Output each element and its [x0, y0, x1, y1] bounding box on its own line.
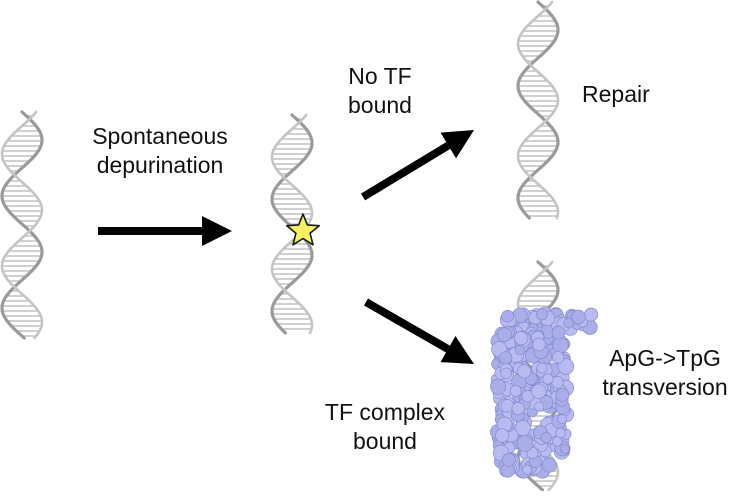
- lower-branch-label: TF complex bound: [305, 398, 465, 456]
- transversion-line2: transversion: [602, 374, 728, 400]
- step-label-line2: depurination: [96, 152, 224, 178]
- upper-branch-label: No TF bound: [320, 62, 440, 120]
- step-label-line1: Spontaneous: [92, 123, 228, 149]
- upper-branch-line1: No TF: [348, 63, 412, 89]
- transversion-label: ApG->TpG transversion: [585, 344, 745, 402]
- lower-branch-line1: TF complex: [324, 399, 446, 425]
- repair-label: Repair: [582, 81, 650, 107]
- arrow-depurination: [98, 216, 232, 246]
- dna-helix-original: [0, 110, 44, 340]
- transversion-line1: ApG->TpG: [609, 345, 721, 371]
- upper-branch-line2: bound: [348, 92, 412, 118]
- step-label: Spontaneous depurination: [60, 122, 260, 180]
- dna-helix-depurinated: [270, 113, 314, 335]
- arrow-no-tf: [360, 130, 474, 201]
- dna-helix-repaired: [516, 0, 560, 220]
- lower-branch-line2: bound: [353, 428, 417, 454]
- protein-complex: [490, 306, 599, 479]
- star-icon: [286, 213, 320, 246]
- arrow-tf-bound: [364, 298, 474, 364]
